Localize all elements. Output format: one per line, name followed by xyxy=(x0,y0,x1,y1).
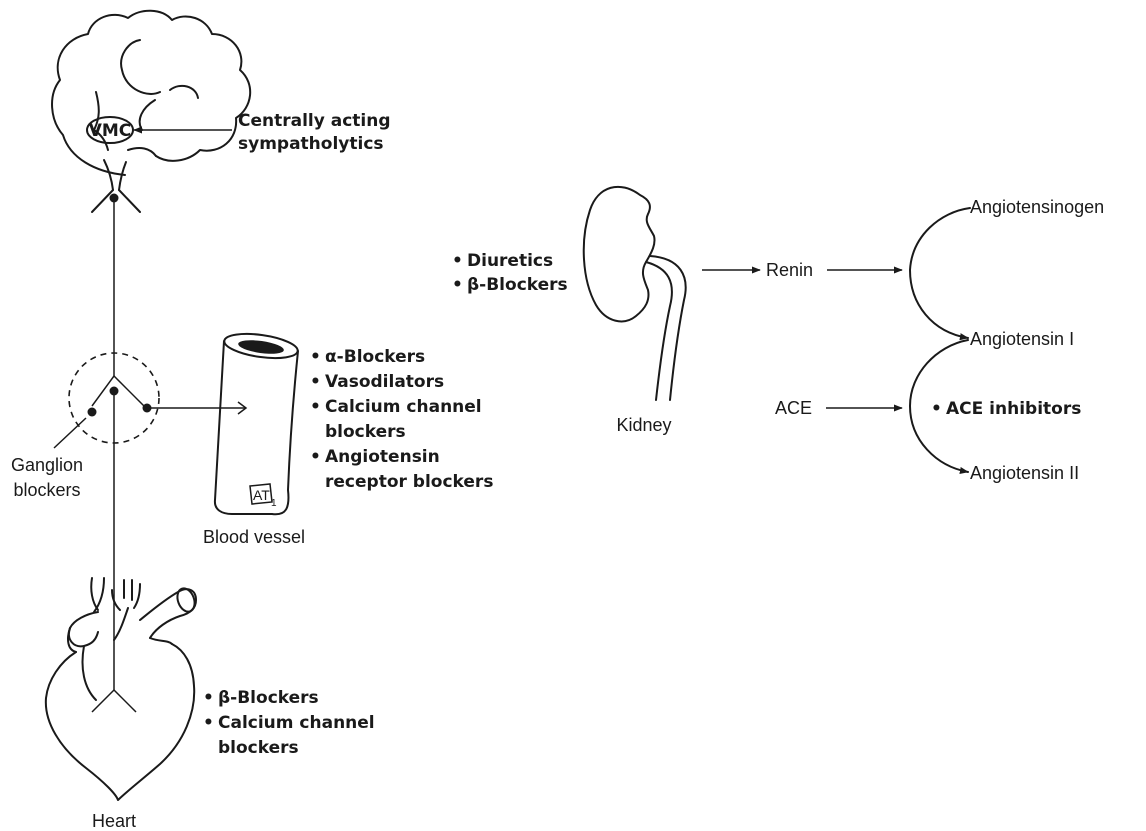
vmc-label: VMC xyxy=(89,121,132,141)
ganglion-circle xyxy=(68,352,160,444)
blood-vessel-label: Blood vessel xyxy=(203,527,305,547)
svg-text:•: • xyxy=(310,372,321,392)
ganglion-pointer xyxy=(53,417,87,449)
kidney-illustration xyxy=(582,185,687,401)
heart-illustration xyxy=(44,577,197,801)
renin-label: Renin xyxy=(766,260,813,280)
angiotensin-receptor-blockers-1: Angiotensin xyxy=(325,447,440,467)
at1-subscript: 1 xyxy=(271,498,277,509)
angiotensin-i-label: Angiotensin I xyxy=(970,329,1074,349)
svg-text:•: • xyxy=(310,397,321,417)
angiotensin-ii-label: Angiotensin II xyxy=(970,463,1079,483)
vessel-drug-list: • α-Blockers • Vasodilators • Calcium ch… xyxy=(310,347,493,492)
brain-illustration: VMC xyxy=(51,9,252,213)
ganglion-label-line2: blockers xyxy=(13,480,80,500)
svg-text:•: • xyxy=(931,399,942,419)
ganglion-label-line1: Ganglion xyxy=(11,455,83,475)
centrally-acting-label-line1: Centrally acting xyxy=(238,111,391,131)
calcium-channel-blockers-vessel-2: blockers xyxy=(325,422,406,442)
svg-text:•: • xyxy=(452,275,463,295)
diuretics: Diuretics xyxy=(467,251,553,271)
angiotensinogen-label: Angiotensinogen xyxy=(970,197,1104,217)
heart-label: Heart xyxy=(92,811,136,831)
svg-text:•: • xyxy=(203,688,214,708)
angiotensin-receptor-blockers-2: receptor blockers xyxy=(325,472,493,492)
vmc-oval xyxy=(86,116,134,144)
ace-inhibitors: ACE inhibitors xyxy=(946,399,1081,419)
vasodilators: Vasodilators xyxy=(325,372,444,392)
beta-blockers-kidney: β-Blockers xyxy=(467,275,568,295)
heart-drug-list: • β-Blockers • Calcium channel blockers xyxy=(203,688,375,758)
alpha-blockers: α-Blockers xyxy=(325,347,425,367)
centrally-acting-label-line2: sympatholytics xyxy=(238,134,384,154)
calcium-channel-blockers-heart-2: blockers xyxy=(218,738,299,758)
kidney-label: Kidney xyxy=(616,415,671,435)
calcium-channel-blockers-vessel-1: Calcium channel xyxy=(325,397,482,417)
ace-label: ACE xyxy=(775,398,812,418)
at1-label: AT xyxy=(253,487,270,503)
angiotensin-i-arc xyxy=(909,339,969,475)
beta-blockers-heart: β-Blockers xyxy=(218,688,319,708)
blood-vessel-illustration: AT 1 xyxy=(213,332,299,516)
svg-text:•: • xyxy=(203,713,214,733)
svg-text:•: • xyxy=(310,347,321,367)
calcium-channel-blockers-heart-1: Calcium channel xyxy=(218,713,375,733)
angiotensinogen-arc xyxy=(909,207,971,341)
kidney-drug-list: • Diuretics • β-Blockers xyxy=(452,251,568,295)
svg-text:•: • xyxy=(310,447,321,467)
nerve-pathway xyxy=(87,193,248,713)
svg-text:•: • xyxy=(452,251,463,271)
